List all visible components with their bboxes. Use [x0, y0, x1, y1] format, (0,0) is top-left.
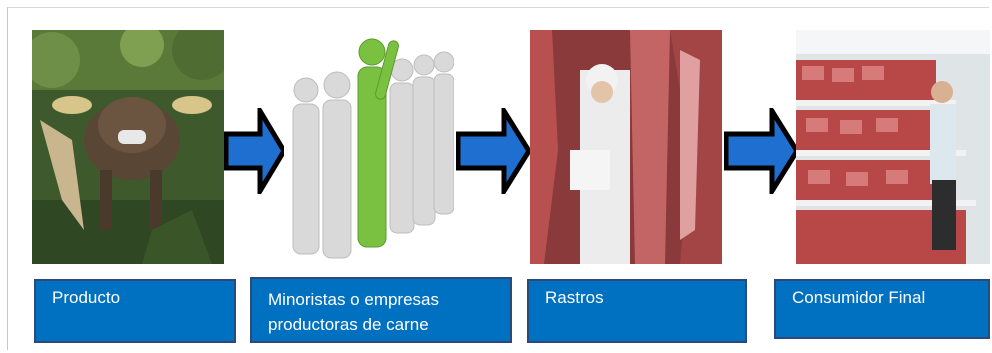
slaughterhouse-photo — [530, 30, 722, 264]
step-label-consumidor-final: Consumidor Final — [774, 279, 990, 339]
highlighted-figure — [357, 38, 399, 248]
step-label-text: Consumidor Final — [792, 288, 926, 307]
step-label-text: Producto — [52, 288, 121, 307]
step-label-producto: Producto — [34, 279, 236, 343]
arrow-right-icon — [724, 108, 800, 194]
step-label-rastros: Rastros — [527, 279, 747, 343]
cow-photo — [32, 30, 224, 264]
diagram-frame — [7, 7, 989, 350]
figures-illustration — [284, 30, 454, 262]
supermarket-photo — [796, 30, 990, 264]
arrow-right-icon — [224, 108, 286, 194]
step-label-text: Rastros — [545, 288, 604, 307]
arrow-right-icon — [456, 108, 532, 194]
step-label-minoristas: Minoristas o empresas productoras de car… — [250, 277, 512, 343]
step-label-text: Minoristas o empresas productoras de car… — [268, 290, 440, 334]
